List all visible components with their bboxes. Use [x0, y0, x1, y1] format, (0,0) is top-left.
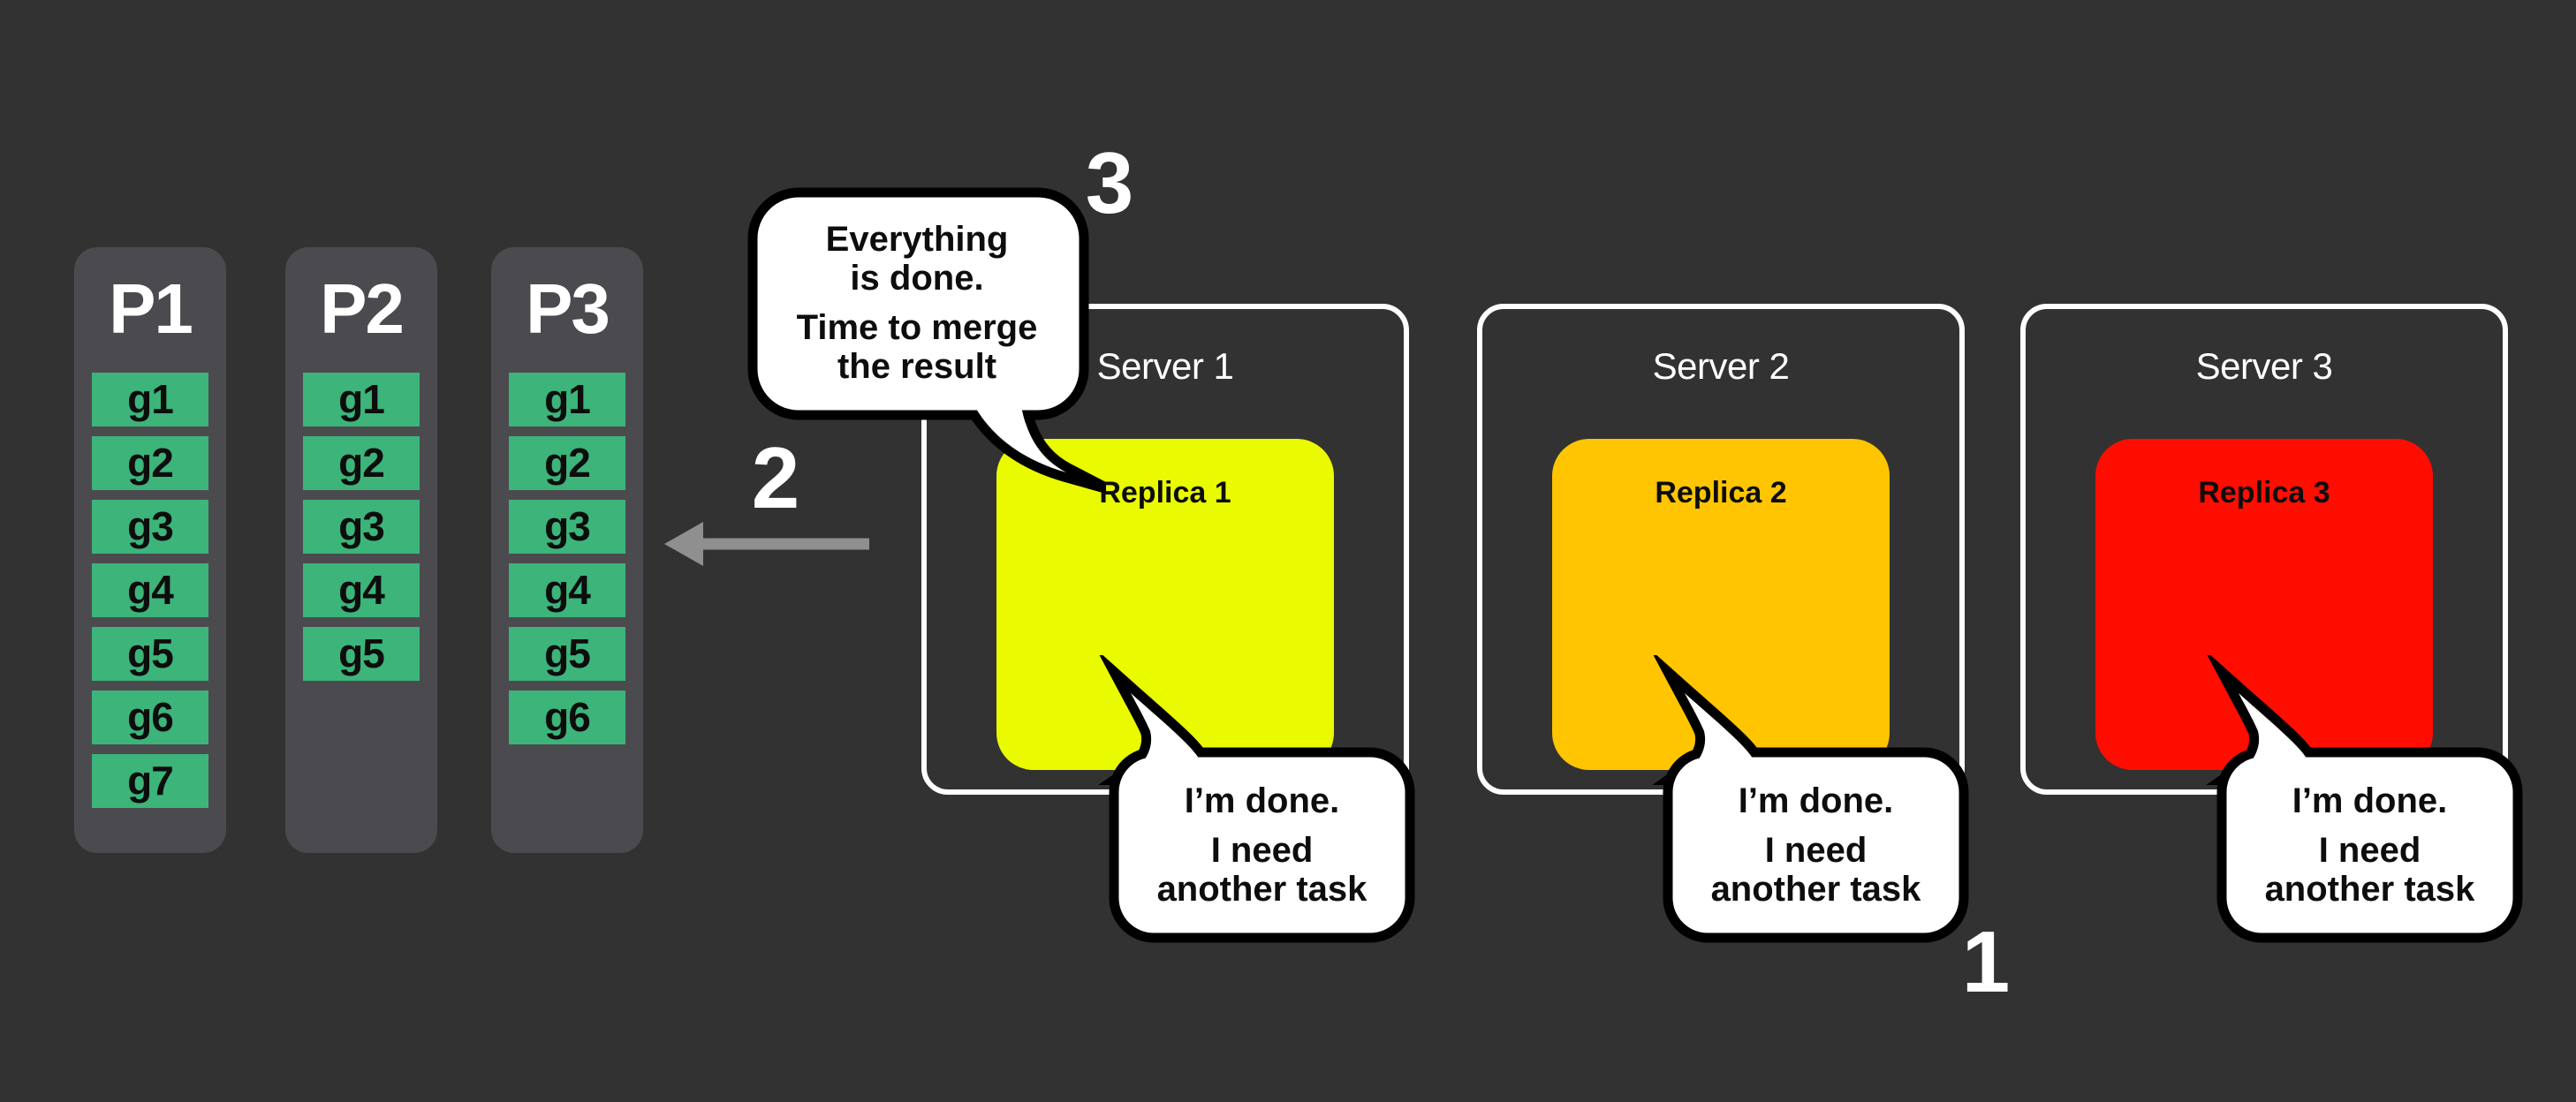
task-cell: g3 — [303, 500, 420, 554]
task-cell: g1 — [92, 373, 208, 426]
partition-title: P3 — [526, 269, 610, 348]
request-bubble-text: I’m done. I need another task — [1668, 752, 1964, 938]
task-cell: g5 — [509, 627, 625, 681]
speech-bubble-graphic — [1098, 655, 1415, 943]
replica-label: Replica 3 — [2198, 476, 2330, 509]
request-bubble-text: I’m done. I need another task — [2222, 752, 2518, 938]
merge-bubble-text: Everything is done. Time to merge the re… — [753, 192, 1081, 413]
server-title: Server 3 — [2195, 345, 2333, 387]
task-cell: g5 — [303, 627, 420, 681]
request-sentence-1: I’m done. — [1184, 781, 1340, 820]
replica-label: Replica 1 — [1099, 476, 1231, 509]
task-cell: g4 — [92, 563, 208, 617]
partition-panel-p3: P3 g1 g2 g3 g4 g5 g6 — [491, 247, 643, 853]
merge-sentence-2: Time to merge the result — [796, 308, 1038, 386]
request-sentence-2: I need another task — [2264, 831, 2475, 909]
replica-box-2: Replica 2 — [1552, 439, 1890, 770]
partition-panel-p1: P1 g1 g2 g3 g4 g5 g6 g7 — [74, 247, 226, 853]
request-sentence-2: I need another task — [1710, 831, 1921, 909]
task-cell: g3 — [509, 500, 625, 554]
task-cell: g2 — [303, 436, 420, 490]
merge-arrow-icon — [664, 522, 869, 566]
partition-panel-p2: P2 g1 g2 g3 g4 g5 — [285, 247, 437, 853]
task-stack: g1 g2 g3 g4 g5 g6 — [509, 373, 625, 744]
task-cell: g3 — [92, 500, 208, 554]
request-sentence-1: I’m done. — [2292, 781, 2448, 820]
task-cell: g2 — [509, 436, 625, 490]
request-sentence-1: I’m done. — [1738, 781, 1894, 820]
task-cell: g4 — [303, 563, 420, 617]
task-cell: g1 — [303, 373, 420, 426]
task-stack: g1 g2 g3 g4 g5 g6 g7 — [92, 373, 208, 808]
request-bubble-text: I’m done. I need another task — [1114, 752, 1410, 938]
task-cell: g6 — [509, 691, 625, 744]
server-title: Server 2 — [1652, 345, 1790, 387]
task-stack: g1 g2 g3 g4 g5 — [303, 373, 420, 681]
task-cell: g4 — [509, 563, 625, 617]
step-label-1: 1 — [1961, 913, 2011, 1010]
step-label-2: 2 — [751, 429, 800, 526]
task-cell: g6 — [92, 691, 208, 744]
partition-title: P1 — [109, 269, 193, 348]
partition-title: P2 — [320, 269, 405, 348]
speech-bubble-request-1: I’m done. I need another task — [1087, 655, 1441, 955]
speech-bubble-request-3: I’m done. I need another task — [2195, 655, 2549, 955]
task-cell: g1 — [509, 373, 625, 426]
task-cell: g7 — [92, 754, 208, 808]
merge-sentence-1: Everything is done. — [825, 220, 1009, 298]
task-cell: g5 — [92, 627, 208, 681]
speech-bubble-graphic — [747, 187, 1106, 493]
speech-bubble-graphic — [2206, 655, 2523, 943]
speech-bubble-graphic — [1652, 655, 1969, 943]
speech-bubble-request-2: I’m done. I need another task — [1641, 655, 1995, 955]
step-label-3: 3 — [1085, 134, 1134, 231]
replica-label: Replica 2 — [1655, 476, 1787, 509]
task-cell: g2 — [92, 436, 208, 490]
server-title: Server 1 — [1096, 345, 1234, 387]
request-sentence-2: I need another task — [1156, 831, 1368, 909]
speech-bubble-merge: Everything is done. Time to merge the re… — [735, 175, 1106, 493]
